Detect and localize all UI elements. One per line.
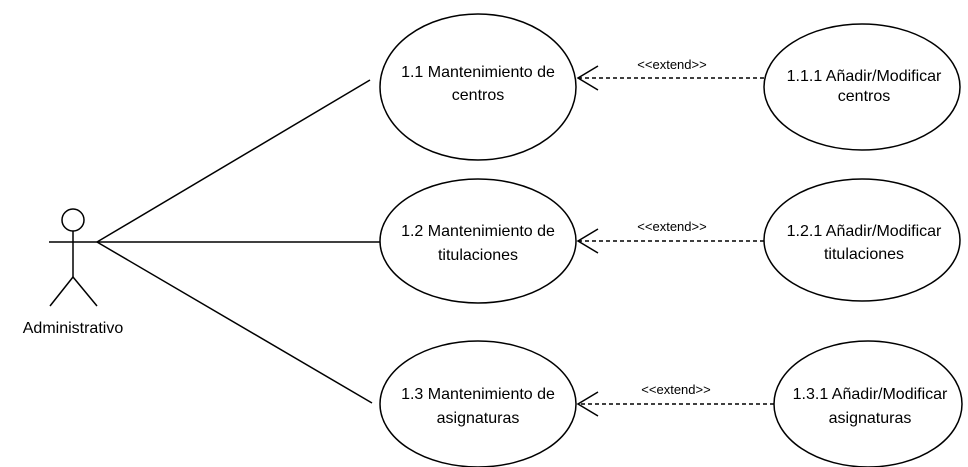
use-case-1-1: 1.1 Mantenimiento de centros (379, 13, 577, 161)
use-case-label-line2: titulaciones (438, 247, 518, 264)
extension-label-line1: 1.2.1 Añadir/Modificar (787, 223, 942, 240)
actor-left-leg (49, 276, 74, 307)
extension-label-line1: 1.1.1 Añadir/Modificar (787, 68, 942, 85)
extension-ellipse (763, 23, 961, 151)
extension-1-3-1: 1.3.1 Añadir/Modificar asignaturas (773, 340, 963, 467)
use-case-ellipse (379, 340, 577, 467)
actor-label: Administrativo (23, 320, 124, 337)
extend-relation-2: <<extend>> (576, 219, 764, 254)
extension-label-line2: asignaturas (829, 410, 912, 427)
use-case-label-line2: centros (452, 87, 504, 104)
association-uc-1-1 (96, 79, 371, 243)
extend-label: <<extend>> (637, 57, 706, 72)
association-uc-1-3 (96, 241, 373, 404)
use-case-label-line2: asignaturas (437, 410, 520, 427)
extension-label-line1: 1.3.1 Añadir/Modificar (793, 386, 948, 403)
actor-head (61, 208, 85, 232)
use-case-1-2: 1.2 Mantenimiento de titulaciones (379, 178, 577, 304)
extension-label-line2: centros (838, 88, 890, 105)
extension-ellipse (773, 340, 963, 467)
extension-ellipse (763, 178, 961, 302)
extend-label: <<extend>> (641, 382, 710, 397)
use-case-ellipse (379, 13, 577, 161)
arrowhead-icon (576, 65, 599, 91)
use-case-label-line1: 1.1 Mantenimiento de (401, 64, 555, 81)
use-case-label-line1: 1.3 Mantenimiento de (401, 386, 555, 403)
use-case-ellipse (379, 178, 577, 304)
extend-relation-1: <<extend>> (576, 57, 764, 91)
associations (96, 79, 380, 404)
use-case-label-line1: 1.2 Mantenimiento de (401, 223, 555, 240)
extend-relation-3: <<extend>> (576, 382, 774, 417)
actor-administrativo (49, 208, 98, 307)
extension-1-2-1: 1.2.1 Añadir/Modificar titulaciones (763, 178, 961, 302)
extension-label-line2: titulaciones (824, 246, 904, 263)
arrowhead-icon (576, 391, 599, 417)
arrowhead-icon (576, 228, 599, 254)
extension-1-1-1: 1.1.1 Añadir/Modificar centros (763, 23, 961, 151)
extend-label: <<extend>> (637, 219, 706, 234)
actor-right-leg (72, 276, 98, 307)
use-case-1-3: 1.3 Mantenimiento de asignaturas (379, 340, 577, 467)
